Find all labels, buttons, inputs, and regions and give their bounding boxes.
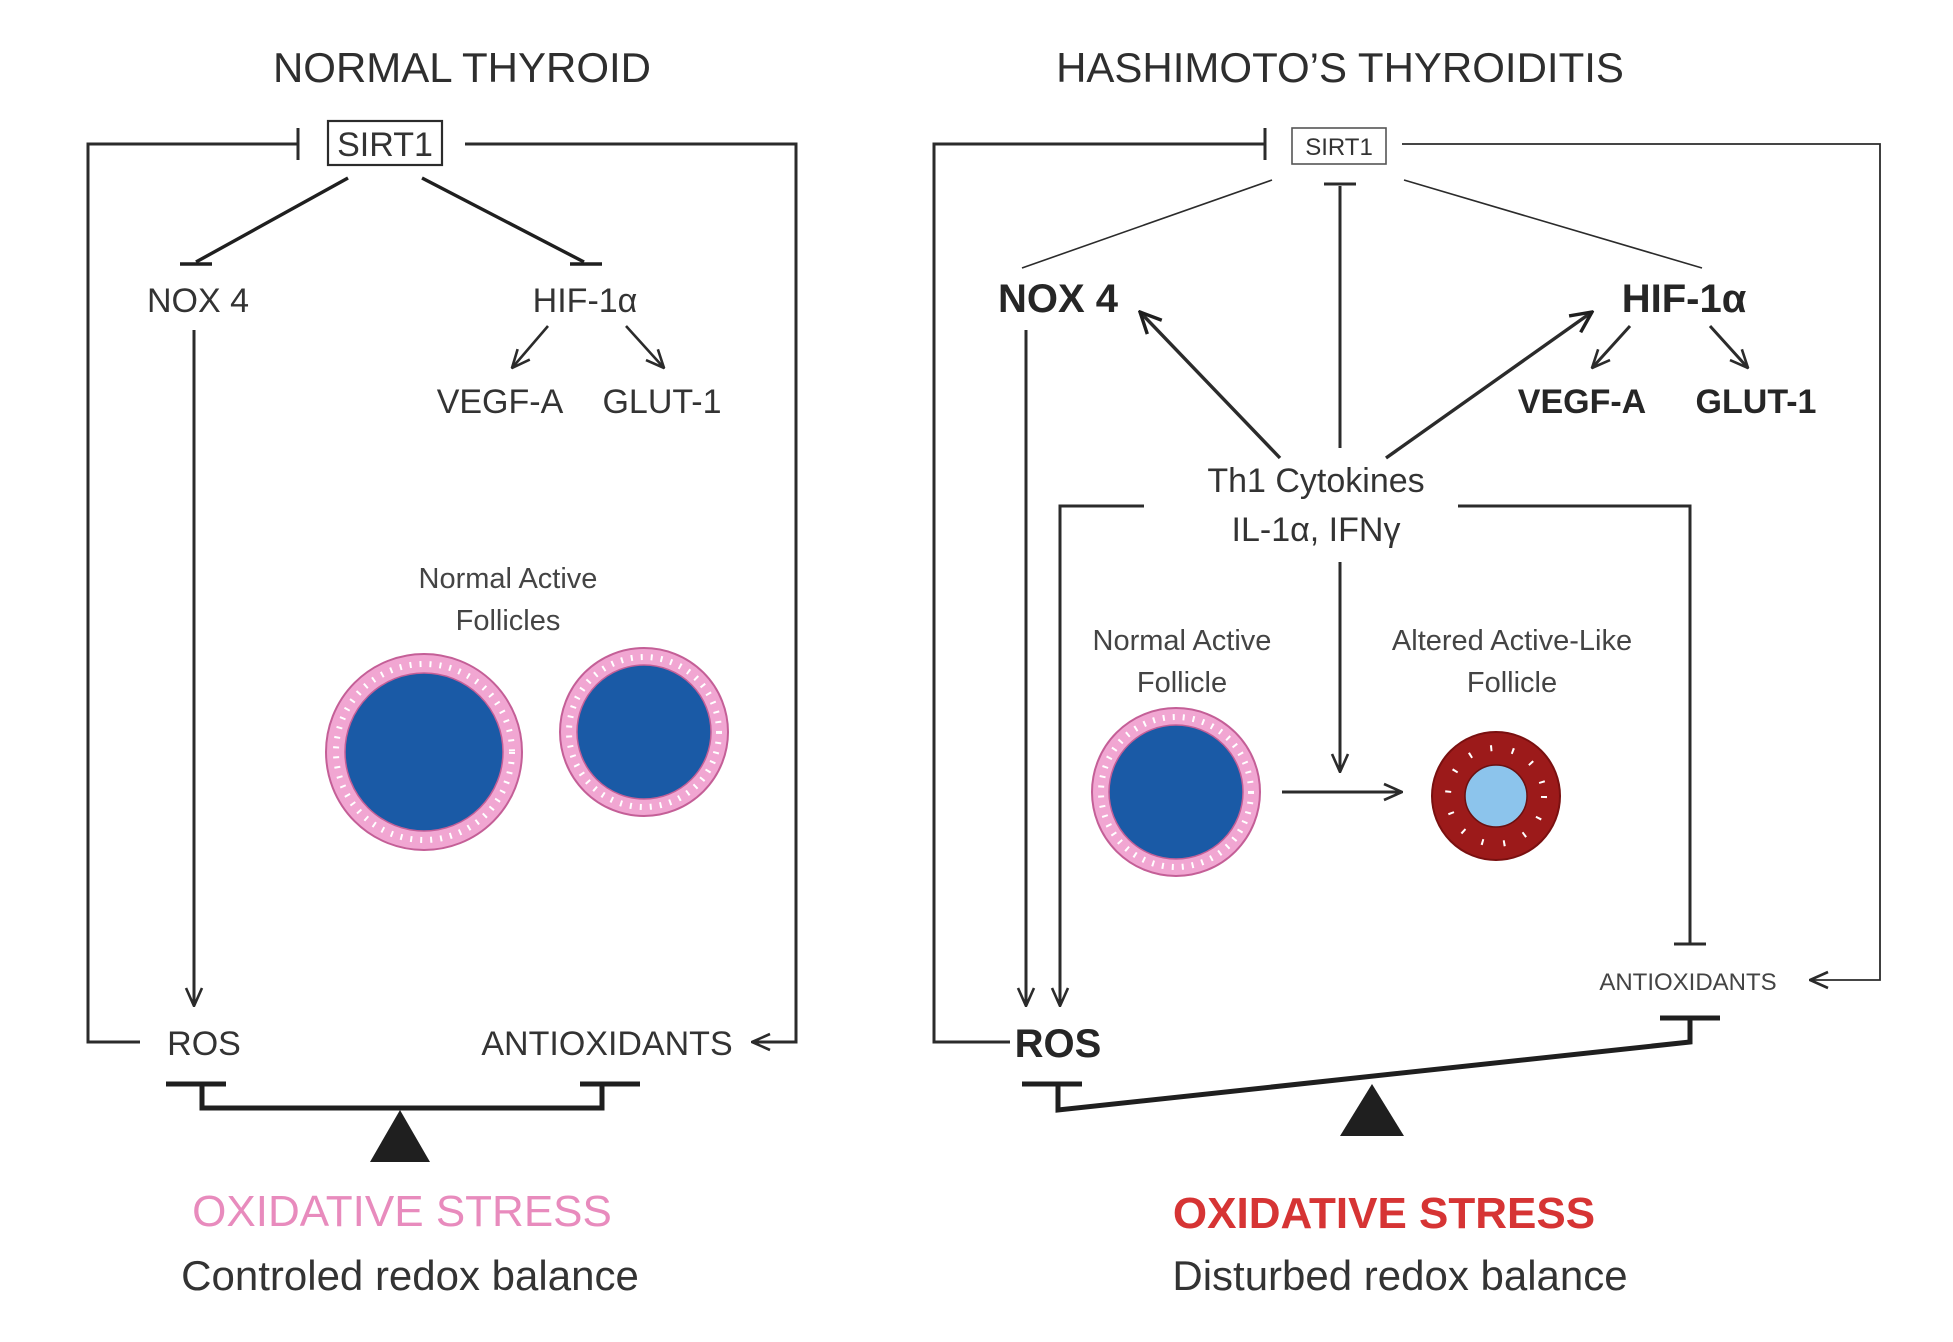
right-altered-follicle-label-line1: Altered Active-Like: [1392, 625, 1632, 657]
right-normal-follicle: [1091, 707, 1261, 877]
right-panel: HASHIMOTO’S THYROIDITIS SIRT1 NOX 4 HIF-…: [932, 44, 1881, 1299]
right-altered-follicle: [1431, 731, 1561, 861]
left-balance-label: Controled redox balance: [181, 1252, 639, 1299]
left-hif1a-label: HIF-1α: [533, 282, 638, 320]
right-sirt1-box: [1291, 127, 1387, 165]
right-cytokines-inhibit-antioxidants: [1458, 504, 1692, 944]
left-normal-follicle-1: [325, 653, 523, 851]
left-normal-follicle-2: [559, 647, 729, 817]
right-cytokines-line1: Th1 Cytokines: [1207, 462, 1424, 500]
right-stress-label: OXIDATIVE STRESS: [1173, 1189, 1595, 1238]
right-fulcrum: [1340, 1084, 1404, 1136]
left-sirt1-box: [326, 119, 444, 167]
right-feedback-sirt1-to-antioxidants: [1402, 143, 1881, 980]
right-antioxidants-label: ANTIOXIDANTS: [1599, 969, 1776, 996]
left-balance-scale: [166, 1081, 640, 1162]
left-feedback-sirt1-to-antioxidants: [465, 142, 798, 1042]
right-balance-scale: [1022, 1015, 1720, 1136]
right-normal-follicle-label-line1: Normal Active: [1093, 625, 1272, 657]
left-stress-label: OXIDATIVE STRESS: [192, 1187, 612, 1236]
right-hif1a-label: HIF-1α: [1622, 277, 1747, 321]
left-sirt1-label: SIRT1: [337, 126, 433, 164]
left-fulcrum: [370, 1110, 430, 1162]
right-cytokines-to-ros: [1060, 504, 1144, 1006]
left-antioxidants-label: ANTIOXIDANTS: [481, 1025, 732, 1063]
left-ros-label: ROS: [167, 1025, 241, 1063]
right-hif1a-to-glut1: [1708, 324, 1748, 368]
right-sirt1-to-hif1a: [1403, 179, 1703, 269]
right-balance-label: Disturbed redox balance: [1172, 1252, 1627, 1299]
right-glut1-label: GLUT-1: [1696, 383, 1817, 421]
left-sirt1-to-hif1a: [421, 176, 585, 264]
right-hif1a-to-vegfa: [1592, 324, 1632, 368]
right-feedback-ros-to-sirt1: [932, 142, 1265, 1044]
right-sirt1-to-nox4: [1021, 179, 1273, 269]
right-cytokines-to-nox4: [1140, 312, 1282, 460]
left-feedback-ros-to-sirt1: [86, 142, 298, 1044]
left-vegfa-label: VEGF-A: [437, 383, 564, 421]
left-glut1-label: GLUT-1: [602, 383, 721, 421]
right-vegfa-label: VEGF-A: [1518, 383, 1646, 421]
right-cytokines-to-hif1a: [1385, 312, 1592, 460]
right-panel-title: HASHIMOTO’S THYROIDITIS: [1056, 44, 1624, 91]
left-sirt1-to-nox4: [195, 176, 349, 264]
right-ros-label: ROS: [1015, 1022, 1102, 1066]
left-follicles-label-line1: Normal Active: [419, 563, 598, 595]
right-altered-follicle-label-line2: Follicle: [1467, 667, 1557, 699]
left-panel: NORMAL THYROID SIRT1 NOX 4 HIF-1α VEGF-A…: [86, 44, 798, 1299]
left-hif1a-to-glut1: [625, 325, 664, 368]
left-nox4-label: NOX 4: [147, 282, 249, 320]
right-sirt1-label: SIRT1: [1305, 134, 1373, 161]
left-hif1a-to-vegfa: [512, 325, 549, 368]
right-cytokines-line2: IL-1α, IFNγ: [1232, 511, 1401, 549]
right-normal-follicle-label-line2: Follicle: [1137, 667, 1227, 699]
right-nox4-label: NOX 4: [998, 277, 1119, 321]
left-follicles-label-line2: Follicles: [456, 605, 561, 637]
left-panel-title: NORMAL THYROID: [273, 44, 651, 91]
